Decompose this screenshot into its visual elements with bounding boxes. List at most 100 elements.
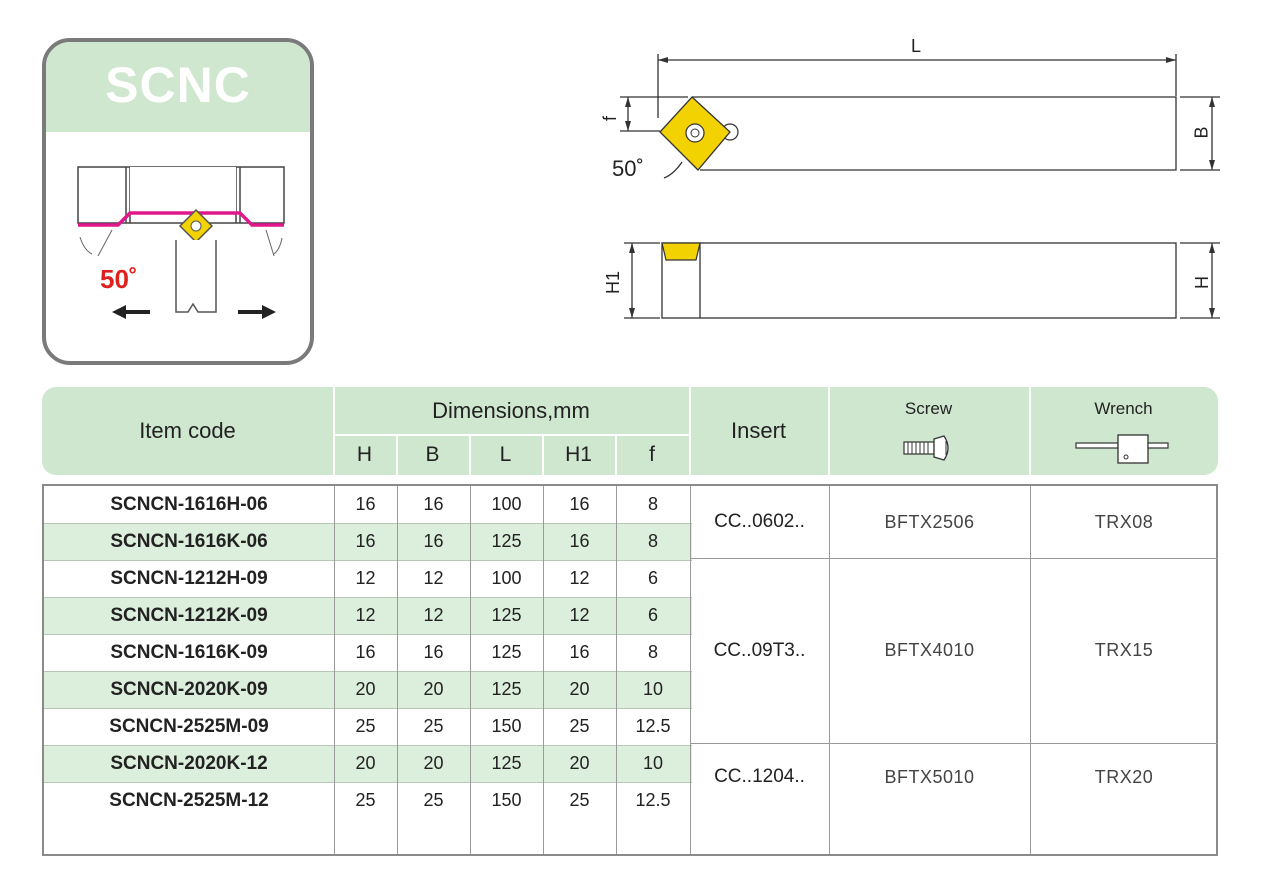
item-code-cell: SCNCN-2525M-09 [109, 715, 269, 737]
dim-f-cell: 8 [647, 494, 658, 514]
item-code-cell: SCNCN-1616K-09 [110, 641, 268, 663]
dim-h1-cell: 16 [569, 642, 590, 662]
badge-header [46, 42, 310, 132]
dim-f-cell: 12.5 [635, 716, 671, 736]
wrench-cell: TRX15 [1094, 640, 1154, 660]
dim-h-cell: 12 [355, 568, 376, 588]
table-row: SCNCN-2525M-09 25 25 150 25 12.5 [44, 708, 692, 745]
dim-f-cell: 6 [647, 605, 658, 625]
dim-f-cell: 8 [647, 642, 658, 662]
header-H: H [356, 443, 373, 466]
dim-l-cell: 125 [491, 531, 522, 551]
table-row: SCNCN-1616K-09 16 16 125 16 8 [44, 634, 692, 671]
dim-h-cell: 12 [355, 605, 376, 625]
header-L: L [499, 443, 512, 466]
item-code-cell: SCNCN-1212H-09 [110, 567, 268, 589]
header-B: B [425, 443, 440, 466]
turning-operation-diagram [77, 166, 285, 319]
dim-b-cell: 25 [423, 790, 444, 810]
dim-h1-cell: 20 [569, 679, 590, 699]
dim-h-cell: 16 [355, 642, 376, 662]
dim-b-cell: 25 [423, 716, 444, 736]
header-H1: H1 [565, 443, 592, 466]
wrench-cell: TRX20 [1094, 766, 1154, 787]
screw-cell: BFTX4010 [884, 640, 975, 660]
dim-l-cell: 125 [491, 679, 522, 699]
badge-angle-label: 50˚ [100, 264, 138, 294]
screw-icon [903, 435, 949, 461]
dim-h-cell: 20 [355, 679, 376, 699]
dim-H-label: H [1192, 276, 1212, 289]
dim-f-cell: 12.5 [635, 790, 671, 810]
dim-l-cell: 100 [491, 494, 522, 514]
dim-h-cell: 16 [355, 531, 376, 551]
table-row: SCNCN-1616K-06 16 16 125 16 8 [44, 523, 692, 560]
scnc-badge: SCNC [42, 38, 314, 365]
dim-l-cell: 125 [491, 605, 522, 625]
tool-holder-drawing [620, 54, 1220, 319]
dim-b-cell: 12 [423, 605, 444, 625]
dim-l-cell: 125 [491, 753, 522, 773]
dim-h-cell: 16 [355, 494, 376, 514]
item-code-cell: SCNCN-2020K-09 [110, 678, 268, 700]
dim-L-label: L [911, 36, 922, 56]
table-row: SCNCN-2020K-12 20 20 125 20 10 [44, 745, 692, 782]
dim-l-cell: 125 [491, 642, 522, 662]
table-header: Item code Dimensions,mm H B L H1 f Inser… [42, 387, 1218, 475]
item-code-cell: SCNCN-1616H-06 [110, 493, 268, 515]
dim-b-cell: 20 [423, 753, 444, 773]
dim-f-cell: 6 [647, 568, 658, 588]
dim-h1-cell: 16 [569, 494, 590, 514]
insert-side-icon [661, 242, 701, 261]
dim-h1-cell: 25 [569, 716, 590, 736]
item-code-cell: SCNCN-2525M-12 [109, 789, 269, 811]
dim-H1-label: H1 [603, 270, 624, 295]
item-code-cell: SCNCN-1616K-06 [110, 530, 268, 552]
screw-cell: BFTX2506 [884, 511, 975, 532]
dim-b-cell: 16 [423, 531, 444, 551]
dim-f-cell: 10 [642, 753, 664, 773]
header-f: f [649, 443, 655, 466]
table-row: SCNCN-1212K-09 12 12 125 12 6 [44, 597, 692, 634]
dim-b-cell: 12 [423, 568, 444, 588]
dim-l-cell: 150 [491, 790, 522, 810]
dim-h1-cell: 20 [569, 753, 590, 773]
wrench-icon [1075, 434, 1169, 464]
dim-f-cell: 8 [647, 531, 658, 551]
dim-h1-cell: 25 [569, 790, 590, 810]
header-dimensions: Dimensions,mm [432, 398, 590, 423]
dim-angle-label: 50˚ [612, 156, 644, 181]
dim-l-cell: 150 [491, 716, 522, 736]
insert-cell: CC..0602.. [714, 511, 805, 532]
badge-title: SCNC [105, 57, 251, 113]
feed-arrow-right-icon [238, 305, 276, 319]
item-code-cell: SCNCN-2020K-12 [110, 752, 268, 774]
dim-h1-cell: 16 [569, 531, 590, 551]
dim-h-cell: 20 [355, 753, 376, 773]
dim-b-cell: 16 [423, 642, 444, 662]
dim-b-cell: 20 [423, 679, 444, 699]
dim-f-label: f [600, 115, 621, 122]
dim-h-cell: 25 [355, 790, 376, 810]
header-insert: Insert [730, 418, 787, 443]
dim-h-cell: 25 [355, 716, 376, 736]
dim-b-cell: 16 [423, 494, 444, 514]
header-screw: Screw [904, 399, 953, 418]
insert-cell: CC..1204.. [714, 766, 805, 787]
dim-h1-cell: 12 [569, 605, 590, 625]
header-wrench: Wrench [1094, 399, 1153, 418]
dim-l-cell: 100 [491, 568, 522, 588]
wrench-cell: TRX08 [1094, 511, 1154, 532]
table-row: SCNCN-1616H-06 16 16 100 16 8 [44, 486, 692, 523]
feed-arrow-left-icon [112, 305, 150, 319]
item-code-cell: SCNCN-1212K-09 [110, 604, 268, 626]
dim-B-label: B [1191, 126, 1212, 139]
dim-f-cell: 10 [642, 679, 664, 699]
table-row: SCNCN-2525M-12 25 25 150 25 12.5 [44, 782, 692, 819]
header-item-code: Item code [139, 418, 236, 443]
insert-top-icon [659, 96, 739, 171]
screw-cell: BFTX5010 [884, 766, 975, 787]
table-row: SCNCN-2020K-09 20 20 125 20 10 [44, 671, 692, 708]
